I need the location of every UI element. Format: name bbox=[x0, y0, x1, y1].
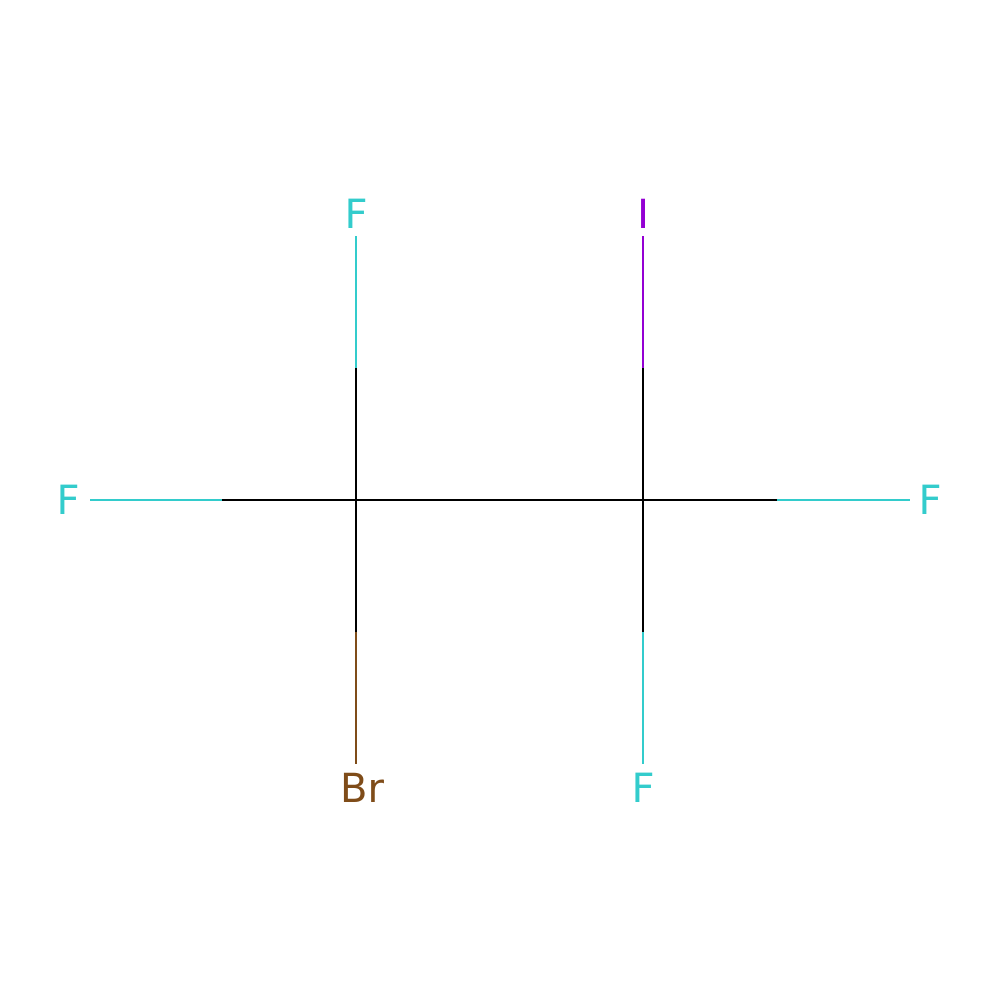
atom-label-br-bottom: Br bbox=[340, 766, 384, 812]
atom-label-i-top: I bbox=[637, 192, 649, 238]
atom-label-f-right: F bbox=[918, 478, 941, 524]
atom-label-f-left: F bbox=[56, 478, 79, 524]
atom-label-f-top: F bbox=[344, 192, 367, 238]
atom-label-f-bottom: F bbox=[631, 766, 654, 812]
